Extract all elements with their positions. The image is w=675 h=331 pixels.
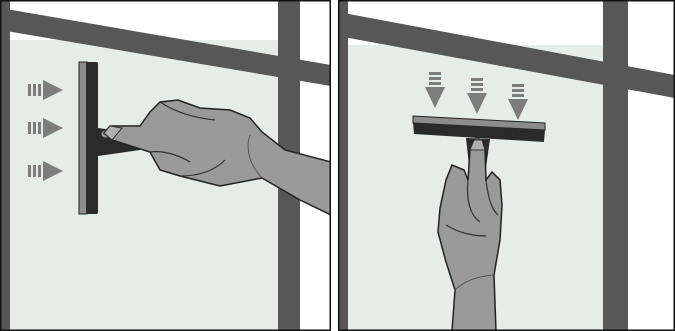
window-frame-mullion — [603, 0, 628, 331]
panel-right — [338, 0, 675, 331]
panel-left — [0, 0, 331, 331]
window-glass-right-edge — [628, 90, 675, 331]
